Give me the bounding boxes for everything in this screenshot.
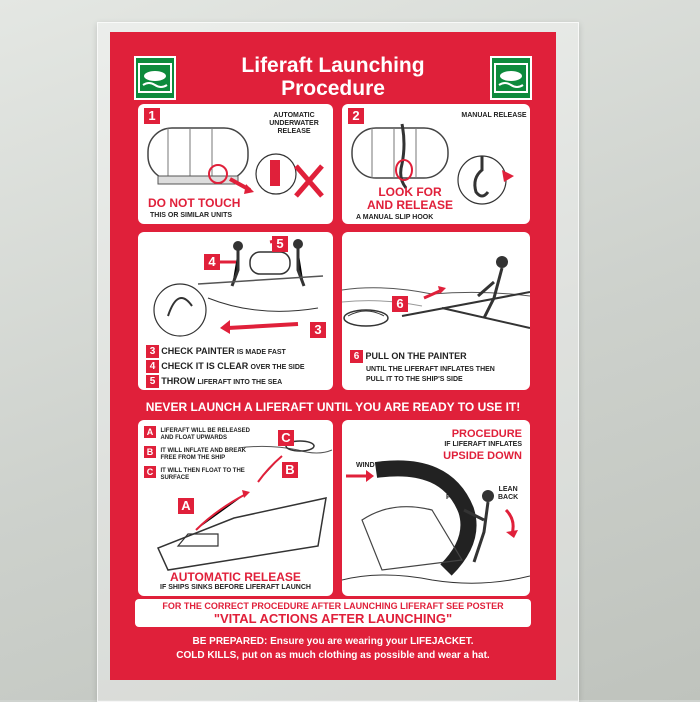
title-line-2: Procedure [281,77,385,100]
throw-liferaft-illustration [153,238,324,337]
panel-look-for-release: 2 MANUAL RELEASE LOOK FOR AND RELEASE A … [342,104,530,224]
release-unit-illustration [147,127,324,198]
liferaft-sign-icon [490,56,532,100]
marker-c: C [278,430,294,446]
procedure-heading: PROCEDURE [451,428,522,440]
marker-5: 5 [272,236,288,252]
look-for-heading: LOOK FOR AND RELEASE [362,186,458,212]
look-for-sub: A MANUAL SLIP HOOK [356,214,434,221]
poster-title: Liferaft Launching Procedure [190,54,476,100]
look-for-line-2: AND RELEASE [366,198,453,212]
warning-banner: NEVER LAUNCH A LIFERAFT UNTIL YOU ARE RE… [145,400,521,414]
liferaft-poster: Liferaft Launching Procedure 1 AUTOMATIC… [110,32,556,680]
do-not-touch-sub: THIS OR SIMILAR UNITS [150,212,233,219]
slip-hook-illustration [351,123,514,205]
step-row: 5 THROW LIFERAFT INTO THE SEA [146,375,282,388]
automatic-release-sub: IF SHIPS SINKS BEFORE LIFERAFT LAUNCH [160,584,311,591]
see-poster-line-2: "VITAL ACTIONS AFTER LAUNCHING" [213,611,453,626]
procedure-sub: IF LIFERAFT INFLATES [444,441,522,448]
step-row: 4 CHECK IT IS CLEAR OVER THE SIDE [146,360,305,373]
righting-raft-illustration [342,460,530,584]
panel-upside-down: PROCEDURE IF LIFERAFT INFLATES UPSIDE DO… [342,420,530,596]
title-line-1: Liferaft Launching [241,54,425,77]
pull-painter-line-2: PULL IT TO THE SHIP'S SIDE [366,376,463,383]
footer-line-1: BE PREPARED: Ensure you are wearing your… [192,636,474,647]
marker-b: B [282,462,298,478]
upside-down-heading: UPSIDE DOWN [443,450,522,462]
automatic-release-heading: AUTOMATIC RELEASE [170,570,301,584]
manual-release-label: MANUAL RELEASE [461,112,527,119]
see-poster-box: FOR THE CORRECT PROCEDURE AFTER LAUNCHIN… [135,599,531,627]
sinking-ship-illustration [156,440,333,571]
step-row: 3 CHECK PAINTER IS MADE FAST [146,345,286,358]
look-for-line-1: LOOK FOR [378,185,442,199]
marker-a: A [178,498,194,514]
wind-label: WIND [356,462,375,469]
marker-3: 3 [310,322,326,338]
panel-check-throw: 4 5 3 3 CHECK PAINTER IS MADE FAST 4 CHE… [138,232,333,390]
pull-label: PULL [446,494,465,501]
footer-line-2: COLD KILLS, put on as much clothing as p… [176,650,490,661]
liferaft-sign-icon [134,56,176,100]
do-not-touch-heading: DO NOT TOUCH [148,196,241,210]
auto-release-label: AUTOMATIC UNDERWATER RELEASE [269,112,319,135]
panel-pull-painter: 6 6 PULL ON THE PAINTER UNTIL THE LIFERA… [342,232,530,390]
pull-painter-heading: 6 PULL ON THE PAINTER [350,350,467,363]
panel-do-not-touch: 1 AUTOMATIC UNDERWATER RELEASE DO NOT TO… [138,104,333,224]
pull-painter-illustration [342,256,530,329]
pull-painter-line-1: UNTIL THE LIFERAFT INFLATES THEN [366,366,495,373]
marker-6: 6 [392,296,408,312]
step-number: 1 [144,108,160,124]
step-number: 2 [348,108,364,124]
see-poster-line-1: FOR THE CORRECT PROCEDURE AFTER LAUNCHIN… [162,601,504,611]
marker-4: 4 [204,254,220,270]
